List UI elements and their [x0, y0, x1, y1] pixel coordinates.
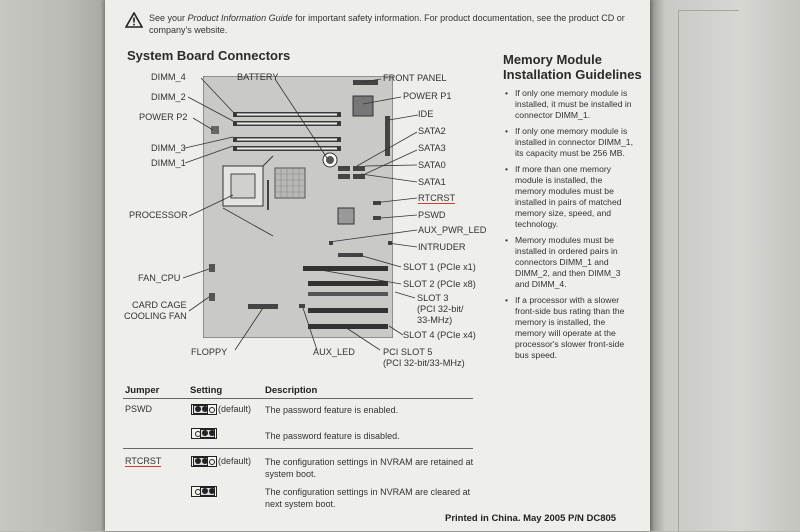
label-pci-slot5: PCI SLOT 5: [383, 347, 433, 357]
label-card-cage-1: CARD CAGE: [132, 300, 187, 310]
label-pci-slot5-sub: (PCI 32-bit/33-MHz): [383, 358, 465, 368]
label-pswd: PSWD: [418, 210, 446, 220]
connectors-title: System Board Connectors: [127, 48, 291, 63]
label-fan-cpu: FAN_CPU: [138, 273, 181, 283]
label-front-panel: FRONT PANEL: [383, 73, 447, 83]
jumper-setting-icon: [191, 486, 217, 497]
label-aux-pwr-led: AUX_PWR_LED: [418, 225, 487, 235]
label-processor: PROCESSOR: [129, 210, 188, 220]
guideline-item: Memory modules must be installed in orde…: [503, 235, 635, 290]
warning-triangle-icon: [125, 12, 143, 28]
label-slot3-sub1: (PCI 32-bit/: [417, 304, 464, 314]
jumper-setting-icon: [191, 456, 217, 467]
label-power-p2: POWER P2: [139, 112, 188, 122]
system-board-diagram: [203, 76, 393, 338]
label-dimm1: DIMM_1: [151, 158, 186, 168]
safety-note: See your Product Information Guide for i…: [149, 13, 625, 35]
guideline-item: If a processor with a slower front-side …: [503, 295, 635, 361]
label-card-cage-2: COOLING FAN: [124, 311, 187, 321]
background-right: [650, 0, 800, 532]
background-left: [0, 0, 105, 531]
memory-title-line2: Installation Guidelines: [503, 67, 642, 82]
label-slot3: SLOT 3: [417, 293, 449, 303]
label-rtcrst: RTCRST: [418, 193, 456, 204]
table-header-setting: Setting: [190, 385, 223, 396]
label-slot4: SLOT 4 (PCIe x4): [403, 330, 476, 340]
label-sata3: SATA3: [418, 143, 446, 153]
label-power-p1: POWER P1: [403, 91, 452, 101]
print-footer: Printed in China. May 2005 P/N DC805: [445, 513, 617, 524]
table-cell-description: The configuration settings in NVRAM are …: [265, 457, 474, 479]
guideline-item: If only one memory module is installed, …: [503, 88, 635, 121]
memory-guidelines-list: If only one memory module is installed, …: [503, 88, 635, 366]
guideline-item: If only one memory module is installed i…: [503, 126, 635, 159]
label-aux-led: AUX_LED: [313, 347, 355, 357]
table-header-description: Description: [265, 385, 318, 396]
table-cell-jumper: RTCRST: [125, 456, 162, 467]
jumper-setting-icon: [191, 428, 217, 439]
table-cell-jumper: PSWD: [125, 404, 152, 414]
table-cell-description: The configuration settings in NVRAM are …: [265, 487, 471, 509]
table-cell-description: The password feature is disabled.: [265, 431, 400, 441]
label-floppy: FLOPPY: [191, 347, 228, 357]
guideline-item: If more than one memory module is instal…: [503, 164, 635, 230]
label-sata0: SATA0: [418, 160, 446, 170]
label-slot1: SLOT 1 (PCIe x1): [403, 262, 476, 272]
reference-sheet: See your Product Information Guide for i…: [105, 0, 650, 531]
label-dimm4: DIMM_4: [151, 72, 186, 82]
table-header-jumper: Jumper: [125, 385, 160, 396]
leader-lines: [182, 77, 419, 351]
table-rule-row: [123, 448, 473, 449]
label-dimm3: DIMM_3: [151, 143, 186, 153]
label-slot2: SLOT 2 (PCIe x8): [403, 279, 476, 289]
jumper-setting-icon: [191, 404, 217, 415]
label-battery: BATTERY: [237, 72, 279, 82]
table-cell-default: (default): [218, 404, 252, 414]
memory-title-line1: Memory Module: [503, 52, 602, 67]
label-slot3-sub2: 33-MHz): [417, 315, 453, 325]
label-intruder: INTRUDER: [418, 242, 466, 252]
label-dimm2: DIMM_2: [151, 92, 186, 102]
table-rule-header: [123, 398, 473, 399]
panel-groove: [678, 10, 739, 532]
table-cell-default: (default): [218, 456, 252, 466]
label-sata2: SATA2: [418, 126, 446, 136]
table-cell-description: The password feature is enabled.: [265, 405, 399, 415]
label-ide: IDE: [418, 109, 434, 119]
label-sata1: SATA1: [418, 177, 446, 187]
